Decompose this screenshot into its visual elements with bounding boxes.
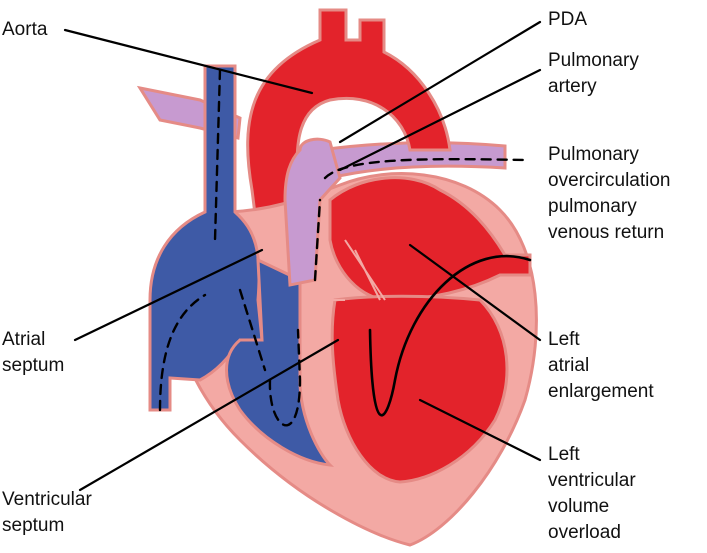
label-pda: PDA — [548, 9, 587, 30]
leader-ventricular-septum — [78, 338, 340, 492]
label-left-ventricular-volume-overload: Left ventricular volume overload — [548, 444, 641, 543]
right-pulmonary-branch — [317, 141, 507, 180]
flow-rv-pa — [268, 328, 302, 427]
label-atrial-septum: Atrial septum — [2, 329, 64, 376]
septal-lines — [320, 239, 386, 301]
label-ventricular-septum: Ventricular septum — [2, 489, 97, 536]
leader-pulmonary-artery — [338, 68, 542, 172]
flow-ra-rv — [238, 288, 267, 372]
leader-left-ventricular — [418, 398, 542, 462]
flow-ivc — [158, 293, 207, 412]
flow-pda-pulmonary — [323, 157, 527, 180]
label-aorta: Aorta — [2, 19, 48, 40]
leader-left-atrial — [408, 243, 542, 342]
flow-pv-lv — [368, 254, 532, 417]
flow-svc — [213, 68, 222, 242]
label-pulmonary-overcirculation: Pulmonary overcirculation pulmonary veno… — [548, 144, 676, 243]
leader-atrial-septum — [73, 248, 264, 342]
label-left-atrial-enlargement: Left atrial enlargement — [548, 329, 654, 402]
label-pulmonary-artery: Pulmonary artery — [548, 50, 644, 97]
leader-aorta — [63, 28, 314, 95]
leader-pda — [338, 20, 542, 144]
right-ventricle — [225, 257, 335, 467]
left-atrium — [328, 176, 532, 302]
flow-pa-up — [313, 198, 322, 282]
left-ventricle — [330, 294, 509, 484]
